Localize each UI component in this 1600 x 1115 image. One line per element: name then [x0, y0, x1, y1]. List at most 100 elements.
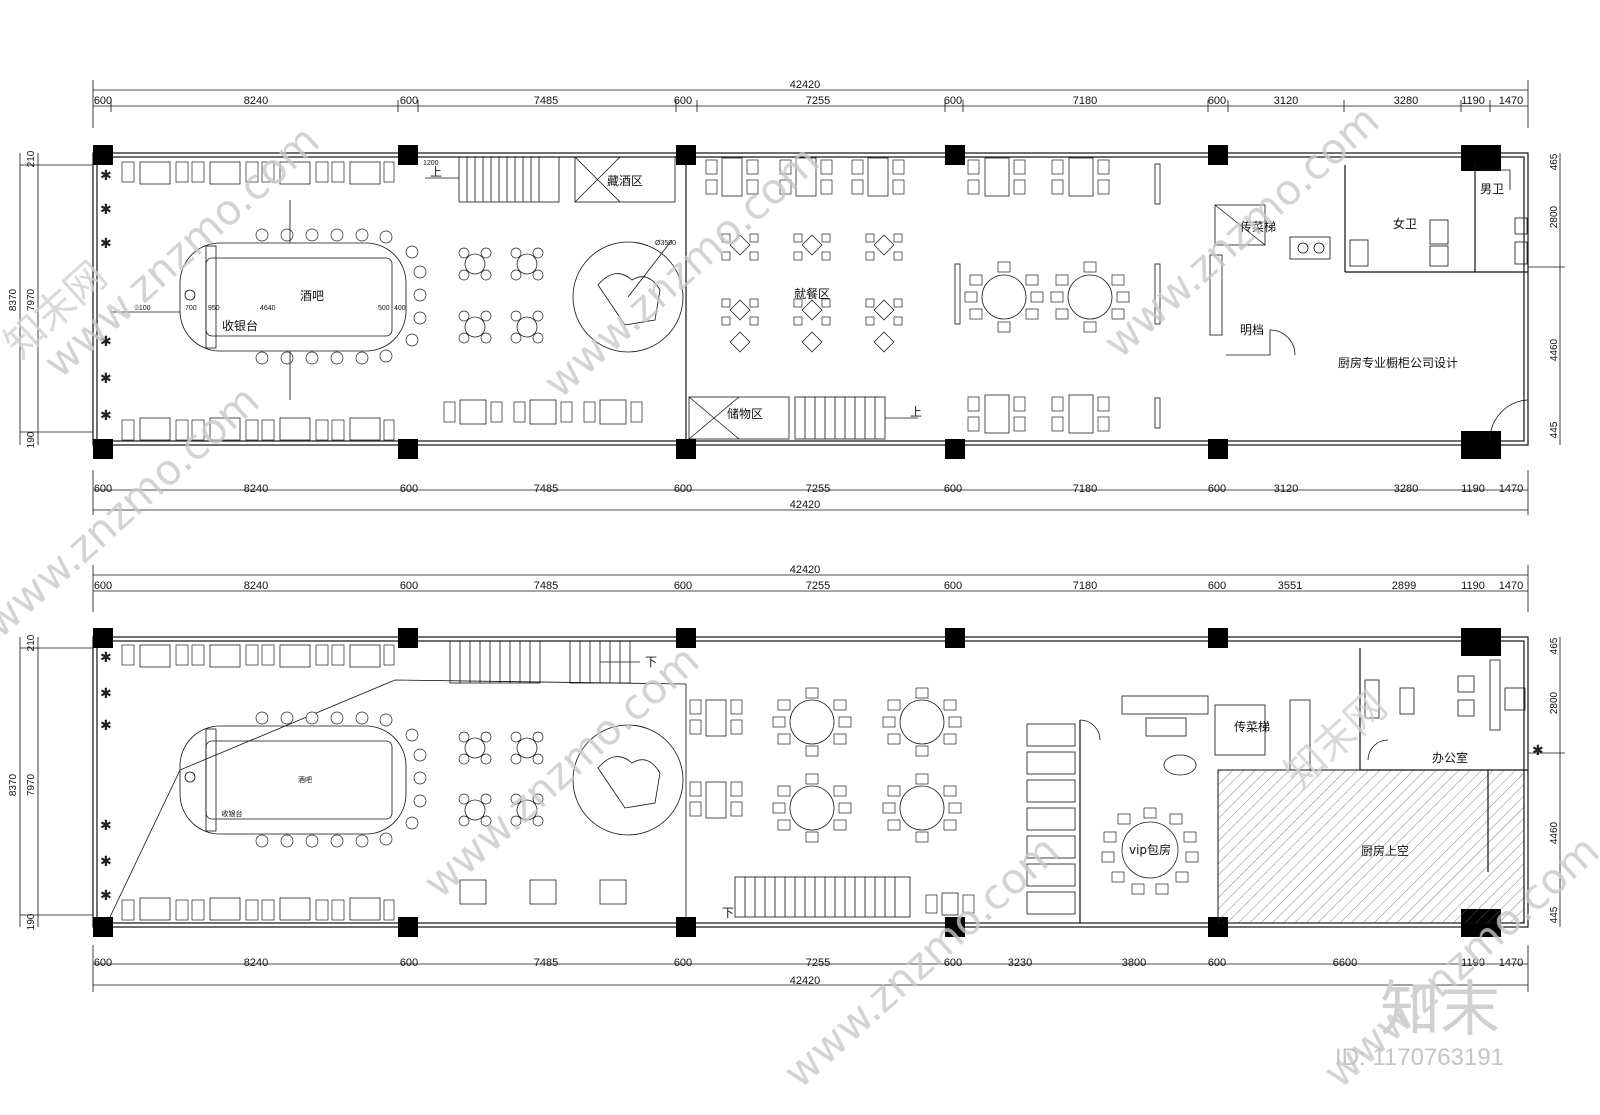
room-label-bar: 酒吧: [300, 289, 324, 303]
svg-text:950: 950: [208, 305, 220, 312]
dim: 600: [400, 483, 418, 495]
dim: 210: [26, 634, 37, 651]
plan2-booths: [121, 644, 627, 921]
dim: 600: [1208, 957, 1226, 969]
plan1-columns: [93, 145, 1501, 459]
dim: 4460: [1549, 338, 1560, 361]
plant-icon: ✱✱ ✱✱ ✱✱: [100, 167, 112, 423]
room-label-kitchen-void: 厨房上空: [1361, 843, 1409, 858]
svg-text:✱: ✱: [100, 853, 112, 869]
dim: 600: [94, 580, 112, 592]
label-up-2: 上: [910, 405, 922, 419]
svg-text:1200: 1200: [423, 160, 439, 167]
plan1-kitchen-zone: 传菜梯 明档 女卫 男卫 厨房专业橱柜公司设计: [1209, 165, 1529, 441]
dim: 8240: [244, 483, 268, 495]
label-down-2: 下: [722, 906, 734, 920]
dim: 7180: [1073, 483, 1097, 495]
room-label-office: 办公室: [1432, 750, 1468, 765]
plan-2: 42420 600 8240 600 7485 600 7255 600 718…: [8, 564, 1565, 992]
dim: 1470: [1499, 580, 1523, 592]
plan2-round-tables-4: [458, 731, 544, 827]
plan1-storage: 储物区 上: [688, 396, 922, 440]
svg-text:✱: ✱: [100, 649, 112, 665]
room-label-cashier: 收银台: [222, 809, 243, 818]
dim: 465: [1549, 637, 1560, 654]
svg-text:4640: 4640: [260, 305, 276, 312]
dim: 600: [944, 95, 962, 107]
svg-text:✱: ✱: [100, 407, 112, 423]
dim: 3551: [1278, 580, 1302, 592]
dim: 445: [1549, 421, 1560, 438]
plan2-east-zone: 传菜梯 办公室 厨房上空: [1214, 648, 1528, 924]
watermark-site: www.znzmo.com: [414, 635, 709, 907]
label-down: 下: [645, 655, 657, 669]
room-label-lift: 传菜梯: [1240, 219, 1276, 234]
dim: 2899: [1392, 580, 1416, 592]
svg-text:✱: ✱: [100, 685, 112, 701]
room-label-women-wc: 女卫: [1393, 216, 1417, 231]
dim: 8240: [244, 580, 268, 592]
dim: 3120: [1274, 483, 1298, 495]
svg-text:Ø3500: Ø3500: [655, 240, 676, 247]
watermark: www.znzmo.com www.znzmo.com www.znzmo.co…: [0, 95, 1600, 1097]
dim: 7970: [26, 288, 37, 311]
dim: 1470: [1499, 957, 1523, 969]
dim: 600: [1208, 95, 1226, 107]
watermark-brand-large: 知末: [1380, 975, 1500, 1045]
room-label-bar: 酒吧: [298, 776, 312, 784]
svg-text:✱: ✱: [100, 887, 112, 903]
dim: 7485: [534, 483, 558, 495]
dim: 3800: [1122, 957, 1146, 969]
watermark-id: ID: 1170763191: [1335, 1044, 1504, 1071]
plan2-piano-stage: [572, 724, 684, 836]
dim: 7970: [26, 773, 37, 796]
dim: 2800: [1549, 691, 1560, 714]
dim: 8370: [8, 288, 19, 311]
room-label-storage: 储物区: [727, 406, 763, 421]
plan1-wine-area: 藏酒区: [574, 156, 676, 203]
dim: 6600: [1333, 957, 1357, 969]
dim: 3280: [1394, 95, 1418, 107]
plan2-stairs: 下 下: [449, 640, 911, 920]
dim: 600: [674, 580, 692, 592]
plan1-piano-stage: Ø3500: [572, 239, 684, 353]
dim: 600: [94, 95, 112, 107]
dim: 600: [94, 957, 112, 969]
svg-text:✱: ✱: [100, 235, 112, 251]
dim: 600: [944, 957, 962, 969]
watermark-site: www.znzmo.com: [34, 115, 329, 387]
dim: 600: [400, 580, 418, 592]
dim: 7255: [806, 483, 830, 495]
plan2-round-tables-8: [772, 687, 975, 916]
dim: 7485: [534, 957, 558, 969]
dim: 190: [26, 913, 37, 930]
dim: 600: [674, 957, 692, 969]
dim: 600: [94, 483, 112, 495]
plan1-stair-up: 上 1200: [423, 156, 560, 203]
dim: 600: [944, 483, 962, 495]
plan1-dining-tables: 就餐区: [705, 157, 905, 353]
dim: 1190: [1461, 483, 1485, 495]
svg-text:✱: ✱: [100, 717, 112, 733]
room-label-cashier: 收银台: [222, 318, 258, 333]
plan1-bottom-dims: 600 8240 600 7485 600 7255 600 7180 600 …: [94, 483, 1523, 495]
plan1-right-dining: [954, 157, 1161, 434]
plan1-booths: [121, 161, 395, 441]
label-up: 上: [430, 165, 442, 179]
dim: 2800: [1549, 205, 1560, 228]
dim: 8370: [8, 773, 19, 796]
room-label-open-stall: 明档: [1240, 323, 1264, 337]
svg-text:2100: 2100: [135, 305, 151, 312]
svg-text:✱: ✱: [100, 817, 112, 833]
dim: 1470: [1499, 95, 1523, 107]
dim: 190: [26, 431, 37, 448]
plan1-total-top: 42420: [790, 79, 821, 91]
dim: 600: [944, 580, 962, 592]
dim: 600: [400, 957, 418, 969]
dim: 3280: [1394, 483, 1418, 495]
room-label-lift: 传菜梯: [1234, 719, 1270, 734]
plan2-total-top: 42420: [790, 564, 821, 576]
dim: 445: [1549, 906, 1560, 923]
